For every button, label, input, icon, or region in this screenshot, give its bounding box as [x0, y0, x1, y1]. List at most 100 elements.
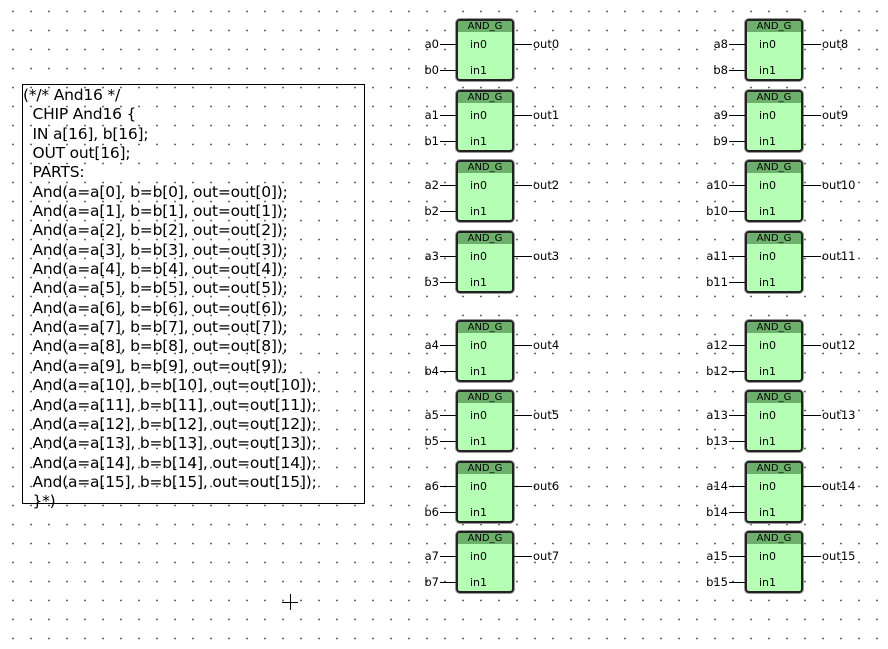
input-wire-a	[440, 345, 456, 346]
input-wire-a	[729, 115, 745, 116]
and-gate-block[interactable]: AND_G in0 in1 a0 b0 out0	[423, 19, 573, 87]
comment-line: And(a=a[15], b=b[15], out=out[15]);	[23, 472, 317, 491]
input-label-b: b15	[706, 575, 728, 589]
and-gate-block[interactable]: AND_G in0 in1 a1 b1 out1	[423, 90, 573, 158]
pin-label-in0: in0	[470, 409, 488, 422]
and-gate-body[interactable]: AND_G in0 in1	[745, 320, 803, 382]
and-gate-body[interactable]: AND_G in0 in1	[456, 160, 514, 222]
and-gate-block[interactable]: AND_G in0 in1 a9 b9 out9	[712, 90, 862, 158]
input-wire-a	[729, 44, 745, 45]
block-type-header: AND_G	[458, 92, 512, 103]
and-gate-block[interactable]: AND_G in0 in1 a7 b7 out7	[423, 531, 573, 599]
and-gate-block[interactable]: AND_G in0 in1 a14 b14 out14	[706, 461, 862, 529]
pin-label-in1: in1	[470, 576, 488, 589]
output-label: out9	[822, 108, 849, 122]
input-label-a: a10	[706, 178, 728, 192]
pin-label-in0: in0	[759, 550, 777, 563]
input-wire-a	[440, 486, 456, 487]
input-label-a: a4	[424, 338, 439, 352]
pin-label-in0: in0	[759, 250, 777, 263]
input-wire-b	[729, 441, 745, 442]
comment-line: And(a=a[12], b=b[12], out=out[12]);	[23, 414, 317, 433]
block-type-header: AND_G	[747, 21, 801, 32]
input-label-b: b4	[424, 364, 439, 378]
and-gate-body[interactable]: AND_G in0 in1	[745, 531, 803, 593]
and-gate-body[interactable]: AND_G in0 in1	[456, 531, 514, 593]
and-gate-block[interactable]: AND_G in0 in1 a10 b10 out10	[706, 160, 862, 228]
pin-label-in1: in1	[470, 64, 488, 77]
and-gate-block[interactable]: AND_G in0 in1 a4 b4 out4	[423, 320, 573, 388]
input-wire-b	[729, 211, 745, 212]
and-gate-block[interactable]: AND_G in0 in1 a2 b2 out2	[423, 160, 573, 228]
input-label-b: b13	[706, 434, 728, 448]
input-label-b: b3	[424, 275, 439, 289]
and-gate-body[interactable]: AND_G in0 in1	[456, 320, 514, 382]
input-label-b: b12	[706, 364, 728, 378]
output-wire	[514, 115, 532, 116]
and-gate-block[interactable]: AND_G in0 in1 a12 b12 out12	[706, 320, 862, 388]
output-label: out13	[822, 408, 856, 422]
input-wire-a	[729, 486, 745, 487]
input-wire-b	[440, 512, 456, 513]
pin-label-in0: in0	[470, 550, 488, 563]
input-label-b: b9	[713, 134, 728, 148]
pin-label-in0: in0	[470, 480, 488, 493]
block-type-header: AND_G	[747, 392, 801, 403]
input-label-a: a5	[424, 408, 439, 422]
and-gate-body[interactable]: AND_G in0 in1	[456, 231, 514, 293]
and-gate-body[interactable]: AND_G in0 in1	[456, 461, 514, 523]
and-gate-block[interactable]: AND_G in0 in1 a6 b6 out6	[423, 461, 573, 529]
output-wire	[803, 185, 821, 186]
block-type-header: AND_G	[747, 463, 801, 474]
input-label-b: b14	[706, 505, 728, 519]
input-label-a: a11	[706, 249, 728, 263]
input-label-a: a8	[713, 37, 728, 51]
and-gate-body[interactable]: AND_G in0 in1	[456, 90, 514, 152]
and-gate-block[interactable]: AND_G in0 in1 a8 b8 out8	[712, 19, 862, 87]
and-gate-block[interactable]: AND_G in0 in1 a5 b5 out5	[423, 390, 573, 458]
and-gate-body[interactable]: AND_G in0 in1	[745, 231, 803, 293]
and-gate-body[interactable]: AND_G in0 in1	[745, 390, 803, 452]
input-label-b: b10	[706, 204, 728, 218]
input-label-b: b1	[424, 134, 439, 148]
and-gate-body[interactable]: AND_G in0 in1	[745, 461, 803, 523]
output-wire	[803, 115, 821, 116]
input-label-b: b8	[713, 63, 728, 77]
and-gate-body[interactable]: AND_G in0 in1	[456, 19, 514, 81]
comment-line: And(a=a[6], b=b[6], out=out[6]);	[23, 298, 288, 317]
output-wire	[514, 185, 532, 186]
pin-label-in1: in1	[470, 506, 488, 519]
and-gate-block[interactable]: AND_G in0 in1 a15 b15 out15	[706, 531, 862, 599]
pin-label-in0: in0	[759, 38, 777, 51]
pin-label-in1: in1	[759, 435, 777, 448]
source-comment-box[interactable]: (*/* And16 */ CHIP And16 { IN a[16], b[1…	[22, 84, 365, 510]
pin-label-in1: in1	[759, 205, 777, 218]
and-gate-body[interactable]: AND_G in0 in1	[745, 19, 803, 81]
comment-line: IN a[16], b[16];	[23, 124, 149, 143]
comment-line: And(a=a[10], b=b[10], out=out[10]);	[23, 376, 317, 395]
output-label: out12	[822, 338, 856, 352]
input-wire-b	[440, 282, 456, 283]
comment-line: And(a=a[14], b=b[14], out=out[14]);	[23, 453, 317, 472]
output-wire	[514, 556, 532, 557]
comment-line: And(a=a[4], b=b[4], out=out[4]);	[23, 260, 288, 279]
and-gate-body[interactable]: AND_G in0 in1	[745, 160, 803, 222]
and-gate-body[interactable]: AND_G in0 in1	[745, 90, 803, 152]
input-wire-a	[440, 556, 456, 557]
pin-label-in0: in0	[759, 339, 777, 352]
input-wire-b	[729, 582, 745, 583]
pin-label-in1: in1	[470, 276, 488, 289]
and-gate-block[interactable]: AND_G in0 in1 a11 b11 out11	[706, 231, 862, 299]
input-wire-b	[440, 441, 456, 442]
input-wire-b	[440, 211, 456, 212]
input-wire-a	[440, 185, 456, 186]
comment-line: (*/* And16 */	[23, 86, 120, 104]
input-label-a: a12	[706, 338, 728, 352]
comment-line: And(a=a[9], b=b[9], out=out[9]);	[23, 356, 288, 375]
input-wire-b	[729, 141, 745, 142]
and-gate-block[interactable]: AND_G in0 in1 a13 b13 out13	[706, 390, 862, 458]
and-gate-block[interactable]: AND_G in0 in1 a3 b3 out3	[423, 231, 573, 299]
block-type-header: AND_G	[747, 233, 801, 244]
pin-label-in1: in1	[470, 435, 488, 448]
and-gate-body[interactable]: AND_G in0 in1	[456, 390, 514, 452]
